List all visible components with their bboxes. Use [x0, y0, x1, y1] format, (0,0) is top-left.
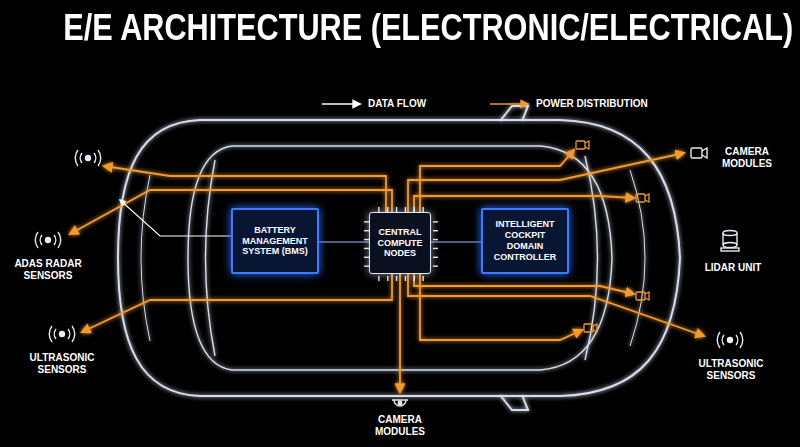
legend-text: POWER DISTRIBUTION	[536, 98, 648, 110]
chip-pin	[364, 221, 369, 222]
chip-pin	[433, 257, 438, 258]
sensor-label: LIDAR UNIT	[688, 262, 778, 274]
chip-pin	[414, 276, 415, 281]
legend-text: DATA FLOW	[368, 98, 426, 110]
chip-pin	[414, 207, 415, 212]
power-wire	[420, 150, 574, 212]
camera-icon	[636, 194, 649, 202]
power-wire	[408, 153, 684, 212]
chip-pin	[364, 239, 369, 240]
power-wire	[414, 274, 634, 294]
sensor-label: ULTRASONIC SENSORS	[22, 352, 102, 376]
legend-arrow-white	[322, 103, 360, 105]
side-mirror	[500, 106, 528, 121]
car-body	[118, 120, 680, 396]
data-bus	[431, 240, 481, 245]
chip-pin	[387, 276, 388, 281]
chip-pin	[364, 230, 369, 231]
chip-pin	[433, 230, 438, 231]
sensor-label: ADAS RADAR SENSORS	[8, 258, 88, 282]
power-wire	[82, 274, 392, 332]
chip-pin	[433, 248, 438, 249]
chip-pin	[364, 248, 369, 249]
power-wire	[104, 166, 386, 212]
sensor-label: ULTRASONIC SENSORS	[688, 358, 774, 382]
chip-pin	[364, 265, 369, 266]
data-wire	[120, 200, 232, 236]
data-bus-core	[431, 242, 481, 243]
node-text: CENTRAL COMPUTE NODES	[375, 227, 425, 259]
power-wire	[399, 274, 401, 392]
chip-pin	[422, 276, 423, 281]
dome-camera-icon	[392, 400, 408, 406]
chip-pin	[364, 257, 369, 258]
chip-pin	[433, 265, 438, 266]
windshield	[585, 156, 598, 360]
side-mirror	[500, 395, 528, 410]
chip-pin	[433, 221, 438, 222]
sensor-label: CAMERA MODULES	[712, 146, 782, 170]
data-wire	[570, 240, 704, 242]
chip-pin	[396, 276, 397, 281]
chip-pin	[405, 207, 406, 212]
camera-icon	[576, 141, 589, 149]
chip-pin	[433, 239, 438, 240]
chip-pin	[378, 276, 379, 281]
data-bus-core	[319, 242, 369, 243]
ultrasonic-icon	[49, 326, 75, 342]
legend-arrow-orange	[490, 103, 528, 105]
chip-pin	[405, 276, 406, 281]
power-wire	[420, 274, 582, 340]
title: E/E ARCHITECTURE (ELECTRONIC/ELECTRICAL)	[63, 5, 793, 48]
compute-chip: CENTRAL COMPUTE NODES	[369, 212, 431, 274]
hood-line	[630, 170, 645, 346]
sensor-label: CAMERA MODULES	[360, 414, 440, 438]
trunk-line	[141, 175, 150, 341]
chip-pin	[378, 207, 379, 212]
node-text: INTELLIGENT COCKPIT DOMAIN CONTROLLER	[488, 219, 562, 262]
chip-pin	[396, 207, 397, 212]
data-bus	[319, 240, 369, 245]
radar-icon	[35, 232, 61, 248]
controller-box: BATTERY MANAGEMENT SYSTEM (BMS)	[231, 208, 319, 274]
camera-icon	[636, 292, 649, 300]
lidar-icon	[721, 231, 739, 252]
node-text: BATTERY MANAGEMENT SYSTEM (BMS)	[238, 225, 312, 257]
controller-box: INTELLIGENT COCKPIT DOMAIN CONTROLLER	[481, 208, 569, 274]
power-wire	[408, 274, 704, 336]
ultrasonic-icon	[717, 332, 743, 348]
chip-pin	[387, 207, 388, 212]
camera-icon	[584, 324, 597, 332]
camera-icon	[691, 148, 707, 158]
chip-pin	[422, 207, 423, 212]
title-row: E/E ARCHITECTURE (ELECTRONIC/ELECTRICAL)	[0, 6, 800, 47]
radar-icon	[75, 150, 101, 166]
